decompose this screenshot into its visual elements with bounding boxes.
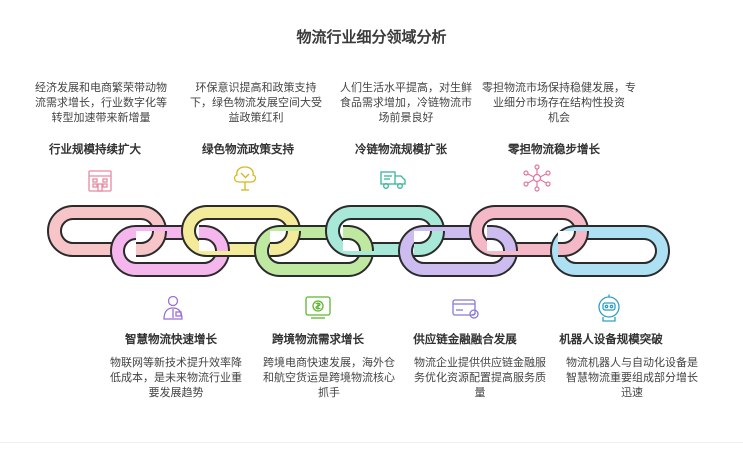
heading-smart-logistics: 智慧物流快速增长 <box>125 332 217 346</box>
desc-robot-equipment: 物流机器人与自动化设备是 智慧物流重要组成部分增长 迅速 <box>566 356 698 399</box>
credit-card-icon <box>450 293 480 323</box>
network-icon <box>522 163 552 193</box>
bottom-divider <box>0 442 743 443</box>
desc-smart-logistics: 物联网等新技术提升效率降 低成本，是未来物流行业重 要发展趋势 <box>110 356 242 399</box>
heading-cold-chain: 冷链物流规模扩张 <box>355 142 447 156</box>
chain-link-7-overlap <box>558 231 589 257</box>
chain-link-1-overlap <box>136 231 167 257</box>
chain-link-2-overlap <box>199 225 230 251</box>
heading-ltl-logistics: 零担物流稳步增长 <box>508 142 600 156</box>
desc-supply-chain-finance: 物流企业提供供应链金融服 务优化资源配置提高服务质 量 <box>414 356 546 399</box>
heading-industry-scale: 行业规模持续扩大 <box>49 142 141 156</box>
robot-icon <box>594 293 624 323</box>
desc-green-logistics: 环保意识提高和政策支持 下，绿色物流发展空间大受 益政策红利 <box>190 81 322 124</box>
chain-link-3-overlap <box>270 231 301 257</box>
heading-green-logistics: 绿色物流政策支持 <box>202 142 294 156</box>
tree-icon <box>230 163 260 193</box>
desc-ltl-logistics: 零担物流市场保持稳健发展，专 业细分市场存在结构性投资 机会 <box>482 81 636 124</box>
chain-link-6-overlap <box>487 225 518 251</box>
chain-link-4-overlap <box>343 225 374 251</box>
desc-cold-chain: 人们生活水平提高，对生鲜 食品需求增加，冷链物流市 场前景良好 <box>340 81 472 124</box>
desc-industry-scale: 经济发展和电商繁荣带动物 流需求增长，行业数字化等 转型加速带来新增量 <box>35 81 167 124</box>
page-title: 物流行业细分领域分析 <box>296 28 447 46</box>
heading-cross-border: 跨境物流需求增长 <box>272 332 364 346</box>
truck-icon <box>378 163 408 193</box>
heading-robot-equipment: 机器人设备规模突破 <box>559 332 663 346</box>
chain-link-5-overlap <box>414 231 445 257</box>
desc-cross-border: 跨境电商快速发展，海外仓 和航空货运是跨境物流核心 抓手 <box>263 356 395 399</box>
globe-money-icon <box>303 292 333 322</box>
building-icon <box>85 165 115 195</box>
person-icon <box>158 293 188 323</box>
heading-supply-chain-finance: 供应链金融融合发展 <box>413 332 517 346</box>
